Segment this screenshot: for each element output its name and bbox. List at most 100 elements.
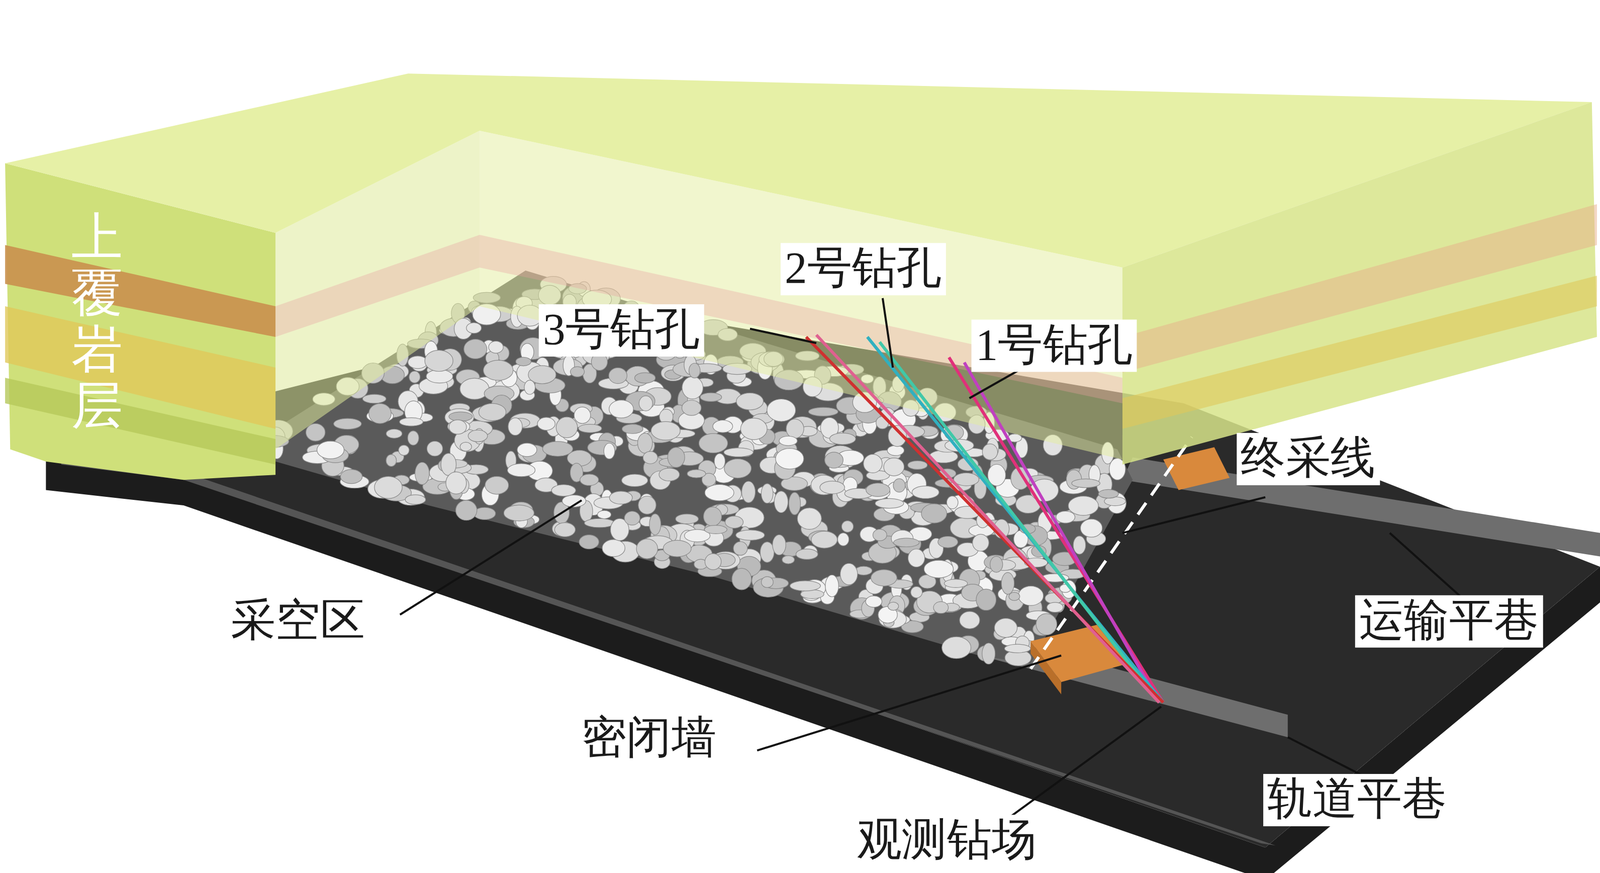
rock-fragment [638, 395, 653, 411]
rock-fragment [790, 580, 821, 591]
rock-fragment [700, 392, 722, 402]
rock-fragment [408, 355, 428, 369]
rock-fragment [362, 394, 387, 404]
rock-fragment [982, 443, 998, 460]
rock-fragment [603, 442, 615, 459]
rock-fragment [455, 500, 478, 521]
rock-fragment [760, 541, 775, 563]
rock-fragment [907, 460, 928, 469]
leader-line [1010, 706, 1162, 817]
leader-line [1287, 736, 1368, 778]
rock-fragment [1068, 496, 1099, 516]
rock-fragment [907, 548, 925, 568]
rock-fragment [1004, 643, 1031, 653]
leader-line [400, 500, 582, 615]
rock-fragment [642, 451, 658, 464]
leader-line [1389, 532, 1470, 605]
rock-fragment [681, 400, 701, 416]
rock-fragment [1018, 585, 1044, 606]
strata-band [5, 377, 276, 465]
part-label: 1号钻孔 [971, 319, 1138, 372]
rock-fragment [841, 520, 854, 533]
stop-line [1030, 436, 1192, 669]
rock-fragment [724, 458, 752, 479]
rock-fragment [976, 588, 997, 610]
rock-fragment [944, 579, 968, 588]
rock-fragment [608, 367, 627, 384]
rock-fragment [650, 421, 681, 440]
rock-fragment [994, 618, 1017, 638]
rock-fragment [829, 432, 856, 445]
strata-band [275, 234, 480, 337]
rock-fragment [689, 362, 701, 378]
rock-fragment [317, 440, 345, 459]
rock-fragment [811, 530, 838, 548]
rock-fragment [333, 418, 362, 429]
rock-fragment [704, 553, 721, 570]
rock-fragment [990, 555, 1003, 573]
rock-fragment [887, 445, 904, 456]
rock-fragment [466, 322, 482, 334]
rock-fragment [946, 495, 959, 509]
rock-fragment [972, 533, 990, 551]
rock-fragment [659, 467, 680, 482]
leader-line [749, 328, 817, 343]
rock-fragment [731, 568, 752, 590]
rock-fragment [704, 484, 734, 501]
rock-fragment [459, 441, 472, 451]
rock-fragment [703, 506, 722, 526]
rock-fragment [675, 513, 699, 524]
rock-fragment [682, 376, 704, 400]
rock-fragment [667, 447, 685, 468]
rock-fragment [597, 510, 612, 519]
rock-fragment [405, 494, 426, 505]
rock-fragment [761, 483, 773, 504]
rock-fragment [808, 407, 838, 416]
rock-fragment [386, 428, 403, 438]
rock-fragment [733, 541, 748, 555]
rock-fragment [638, 495, 656, 514]
rock-fragment [624, 511, 640, 525]
rock-fragment [933, 601, 949, 613]
rock-fragment [1047, 602, 1064, 613]
rock-fragment [782, 555, 795, 564]
seal-wall [1163, 446, 1230, 490]
rock-fragment [448, 419, 467, 435]
rock-fragment [982, 642, 996, 665]
part-label: 运输平巷 [1355, 595, 1544, 647]
rock-fragment [1080, 518, 1102, 537]
rock-fragment [795, 548, 818, 560]
rock-fragment [637, 432, 652, 453]
rock-fragment [735, 529, 765, 540]
rock-fragment [609, 491, 633, 505]
rock-fragment [398, 444, 410, 455]
rock-fragment [515, 356, 531, 366]
rock-fragment [837, 532, 849, 546]
strata-band [479, 234, 1123, 404]
rock-fragment [883, 457, 905, 477]
part-label: 观测钻场 [853, 814, 1042, 867]
rock-fragment [741, 481, 756, 503]
rock-fragment [374, 476, 403, 499]
rock-fragment [579, 534, 599, 549]
part-label: 采空区 [226, 595, 370, 647]
rock-fragment [687, 469, 706, 478]
rock-fragment [1098, 489, 1119, 498]
rock-fragment [779, 435, 798, 446]
rock-fragment [1001, 572, 1015, 594]
rock-fragment [537, 417, 555, 431]
rock-fragment [463, 339, 488, 359]
part-label: 2号钻孔 [780, 242, 947, 295]
rock-fragment [580, 474, 599, 486]
rock-fragment [840, 562, 858, 585]
rock-fragment [704, 525, 727, 534]
rock-fragment [555, 416, 578, 438]
borehole [879, 341, 1160, 703]
rock-fragment [409, 370, 421, 383]
rock-fragment [819, 481, 845, 494]
rock-fragment [415, 461, 430, 485]
leader-line [757, 655, 1062, 751]
rock-fragment [723, 447, 754, 457]
rock-fragment [634, 372, 656, 384]
